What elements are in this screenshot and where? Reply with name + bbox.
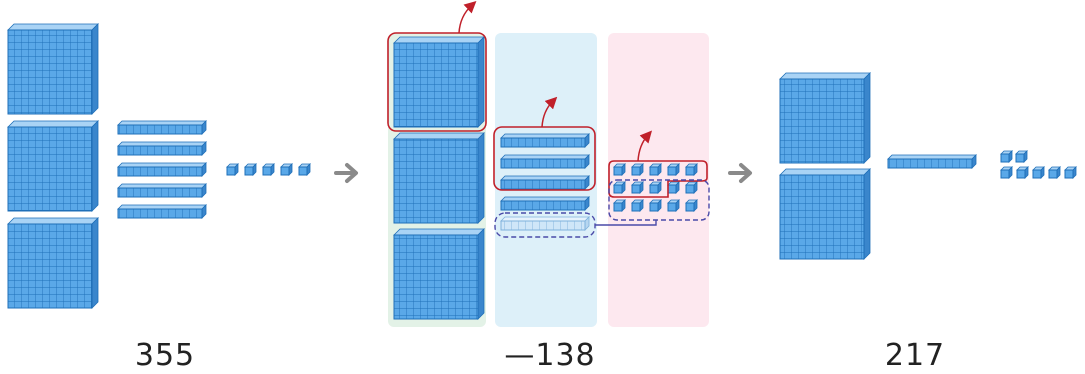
one-block <box>614 164 625 175</box>
one-block <box>668 182 679 193</box>
minuend-blocks <box>8 24 310 308</box>
ten-block <box>888 155 976 168</box>
one-block <box>650 164 661 175</box>
ten-block <box>501 155 589 168</box>
one-block <box>227 164 238 175</box>
ten-block <box>118 163 206 176</box>
difference-label: 217 <box>860 338 970 373</box>
one-block <box>632 164 643 175</box>
one-block <box>245 164 256 175</box>
hundred-block <box>780 169 870 259</box>
one-block <box>650 200 661 211</box>
one-block <box>1065 167 1076 178</box>
one-block <box>263 164 274 175</box>
right-arrow-icon <box>336 165 356 181</box>
one-block <box>668 200 679 211</box>
ten-block <box>118 121 206 134</box>
one-block <box>614 182 625 193</box>
one-block <box>632 182 643 193</box>
one-block <box>1049 167 1060 178</box>
one-block <box>614 200 625 211</box>
one-block <box>281 164 292 175</box>
ten-block <box>501 134 589 147</box>
hundred-block <box>394 37 484 127</box>
take-away-arrow-icon <box>459 5 472 33</box>
ten-block <box>118 205 206 218</box>
ten-block <box>118 142 206 155</box>
ten-block <box>501 197 589 210</box>
hundred-block <box>8 24 98 114</box>
hundred-block <box>780 73 870 163</box>
one-block <box>632 200 643 211</box>
one-block <box>1001 167 1012 178</box>
one-block <box>668 164 679 175</box>
subtrahend-label: —138 <box>480 338 620 373</box>
minuend-label: 355 <box>110 338 220 373</box>
hundred-block <box>8 121 98 211</box>
difference-blocks <box>780 73 1076 259</box>
one-block <box>686 200 697 211</box>
one-block <box>1016 151 1027 162</box>
exchanged-ten-block <box>501 217 589 230</box>
one-block <box>650 182 661 193</box>
one-block <box>1001 151 1012 162</box>
one-block <box>686 164 697 175</box>
right-arrow-icon <box>730 165 750 181</box>
hundred-block <box>8 218 98 308</box>
one-block <box>299 164 310 175</box>
ten-block <box>501 176 589 189</box>
one-block <box>1017 167 1028 178</box>
ten-block <box>118 184 206 197</box>
one-block <box>686 182 697 193</box>
one-block <box>1033 167 1044 178</box>
hundred-block <box>394 133 484 223</box>
hundred-block <box>394 229 484 319</box>
